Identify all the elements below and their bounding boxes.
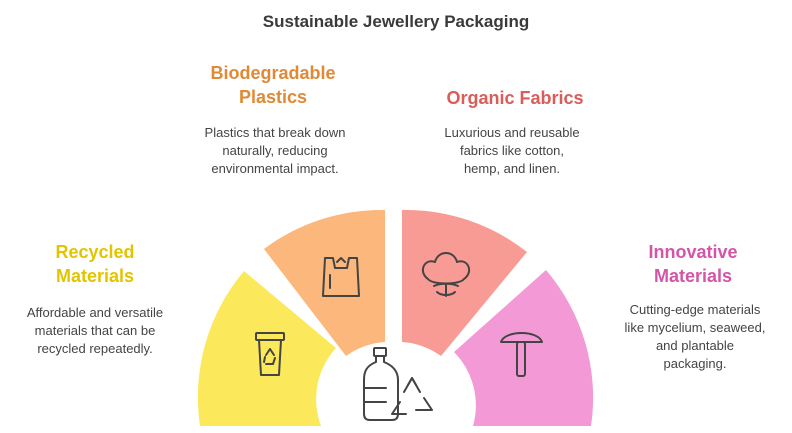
recycled-bottle-icon (363, 347, 433, 421)
recycled-description: Affordable and versatile materials that … (26, 305, 164, 356)
recycle-bin-icon (255, 332, 285, 376)
organic-description: Luxurious and reusable fabrics like cott… (444, 125, 580, 176)
segment-innovative (454, 270, 594, 426)
biodegradable-description: Plastics that break down naturally, redu… (204, 125, 346, 176)
plastic-bag-icon (322, 257, 360, 297)
innovative-description: Cutting-edge materials like mycelium, se… (624, 302, 766, 371)
segment-organic (402, 209, 527, 356)
recycled-heading: Recycled Materials (55, 242, 135, 286)
biodegradable-heading: Biodegradable Plastics (210, 63, 336, 107)
organic-heading: Organic Fabrics (446, 88, 584, 108)
diagram-title: Sustainable Jewellery Packaging (262, 12, 530, 31)
segment-recycled (197, 271, 336, 426)
innovative-heading: Innovative Materials (648, 242, 738, 286)
cotton-flower-icon (421, 252, 471, 297)
mushroom-icon (500, 332, 543, 377)
